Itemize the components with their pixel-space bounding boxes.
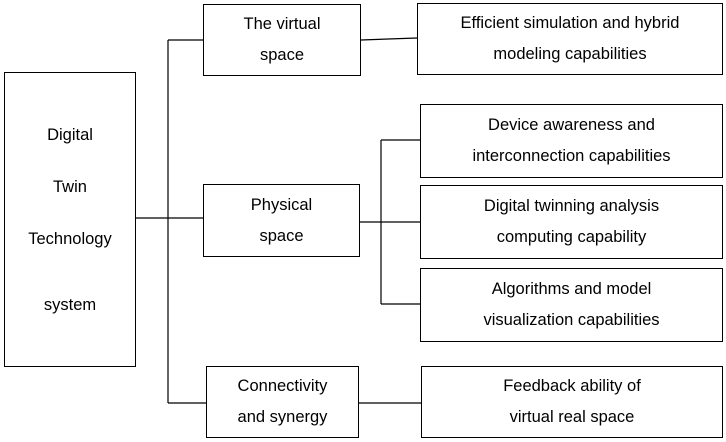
branch-line: The virtual bbox=[243, 15, 321, 33]
branch-node-physical-space: Physical space bbox=[203, 184, 360, 257]
root-node-digital-twin: Digital Twin Technology system bbox=[4, 72, 136, 367]
leaf-line: visualization capabilities bbox=[483, 311, 660, 329]
root-line: Digital bbox=[47, 125, 93, 144]
branch-line: Physical bbox=[250, 195, 313, 214]
leaf-line: Feedback ability of bbox=[503, 377, 641, 395]
connector-virtual-to-simulation bbox=[360, 37, 418, 41]
branch-line: space bbox=[259, 46, 305, 64]
leaf-node-device-awareness: Device awareness and interconnection cap… bbox=[420, 104, 723, 178]
root-line: Technology bbox=[28, 229, 112, 248]
branch-line: Connectivity bbox=[237, 377, 328, 395]
branch-node-virtual-space: The virtual space bbox=[203, 4, 361, 76]
branch-line: and synergy bbox=[237, 408, 328, 426]
leaf-line: Efficient simulation and hybrid bbox=[460, 14, 680, 32]
leaf-line: modeling capabilities bbox=[493, 45, 647, 63]
root-line: system bbox=[43, 295, 97, 314]
leaf-line: Device awareness and bbox=[488, 116, 655, 134]
leaf-node-simulation-modeling: Efficient simulation and hybrid modeling… bbox=[417, 3, 723, 75]
leaf-line: virtual real space bbox=[509, 408, 635, 426]
leaf-line: interconnection capabilities bbox=[472, 147, 671, 165]
leaf-line: Digital twinning analysis bbox=[483, 197, 660, 215]
leaf-node-feedback-ability: Feedback ability of virtual real space bbox=[421, 366, 723, 438]
root-line: Twin bbox=[53, 177, 87, 196]
branch-node-connectivity-synergy: Connectivity and synergy bbox=[206, 366, 359, 438]
branch-line: space bbox=[259, 226, 304, 245]
leaf-node-algorithms-visualization: Algorithms and model visualization capab… bbox=[420, 268, 723, 342]
leaf-line: Algorithms and model bbox=[491, 280, 652, 298]
leaf-node-twinning-analysis: Digital twinning analysis computing capa… bbox=[420, 185, 723, 259]
leaf-line: computing capability bbox=[496, 228, 647, 246]
